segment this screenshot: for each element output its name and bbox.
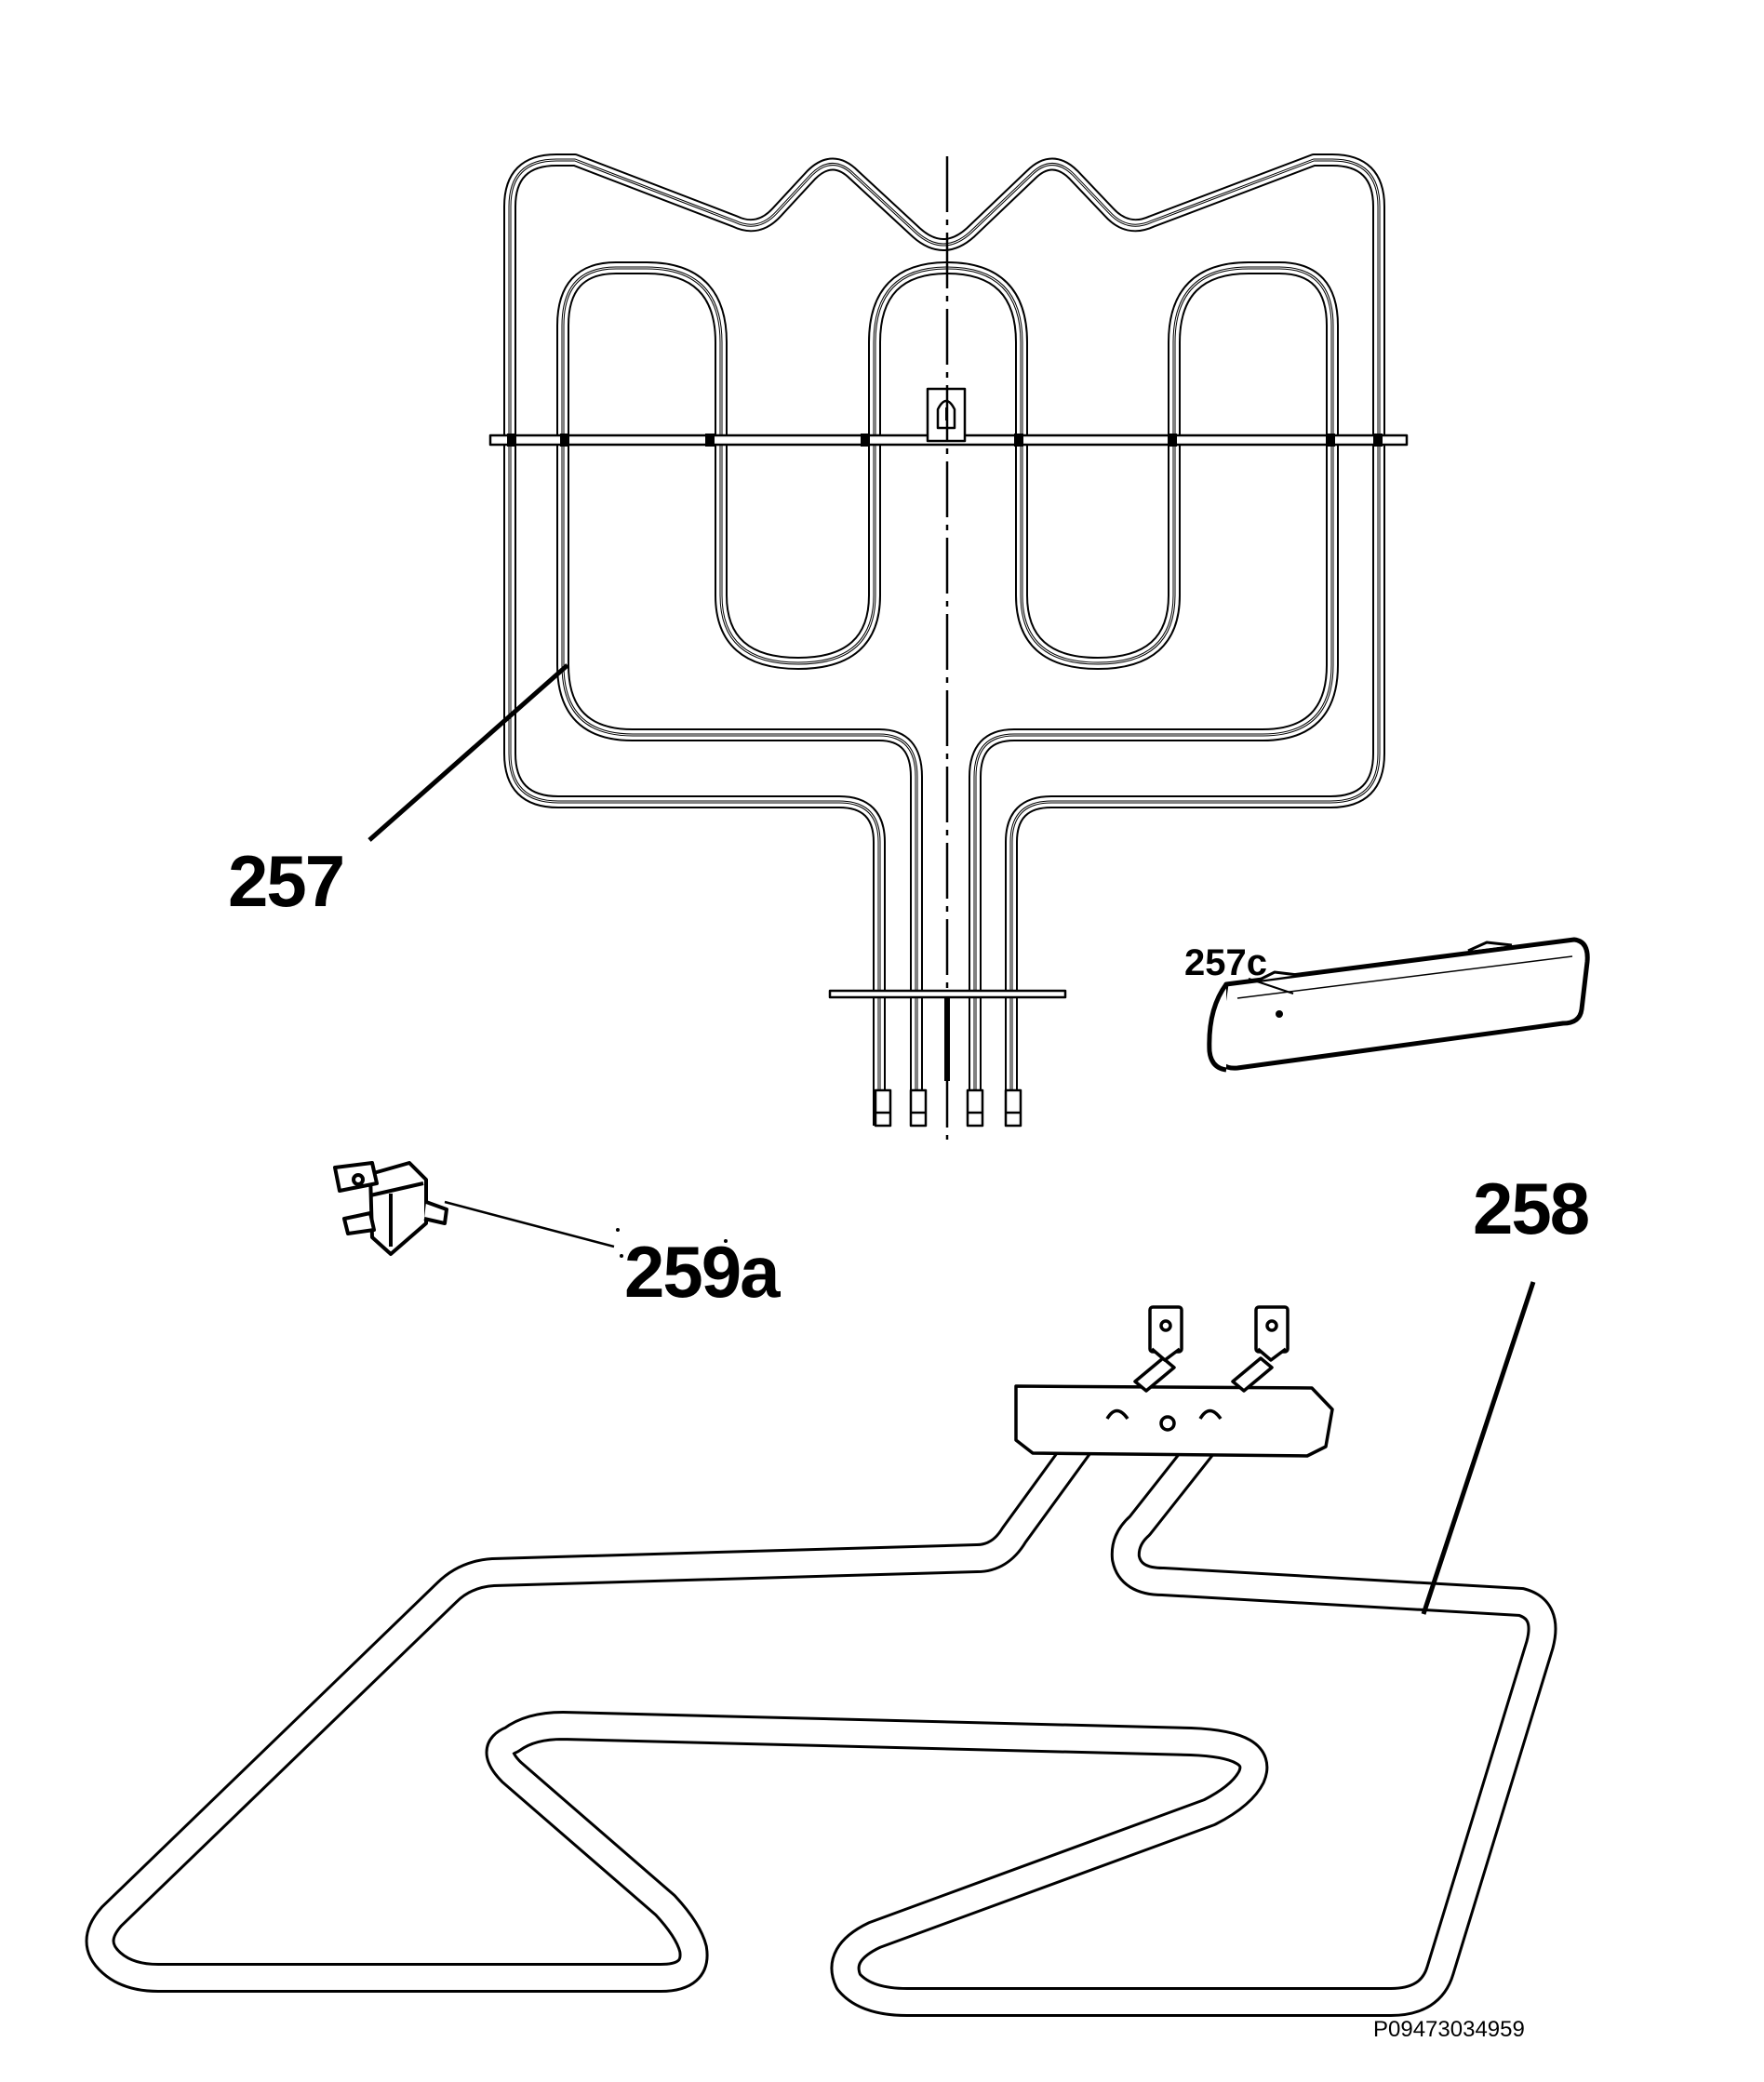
callout-257: 257 <box>228 840 345 922</box>
connector-259a <box>333 1161 448 1256</box>
callout-258: 258 <box>1473 1168 1590 1249</box>
lower-element-flange <box>1014 1384 1334 1458</box>
lower-element-terminals <box>1133 1305 1290 1393</box>
grill-heating-element <box>488 153 1409 1140</box>
drawing-reference-number: P09473034959 <box>1373 2017 1525 2042</box>
bracket-257c <box>1207 937 1590 1073</box>
callout-259a: 259a <box>624 1231 781 1313</box>
grill-mounting-plate <box>828 989 1067 1081</box>
leader-line-259a <box>444 1200 615 1248</box>
lower-heating-element <box>85 1401 1557 2017</box>
leader-line-257 <box>368 663 569 842</box>
leader-dots-259a <box>616 1228 728 1258</box>
callout-257c: 257c <box>1184 942 1267 983</box>
grill-outer-loop <box>503 153 1385 1126</box>
leader-line-258 <box>1421 1281 1536 1615</box>
grill-terminals <box>874 1088 1022 1128</box>
leader-line-257c <box>1248 978 1294 994</box>
